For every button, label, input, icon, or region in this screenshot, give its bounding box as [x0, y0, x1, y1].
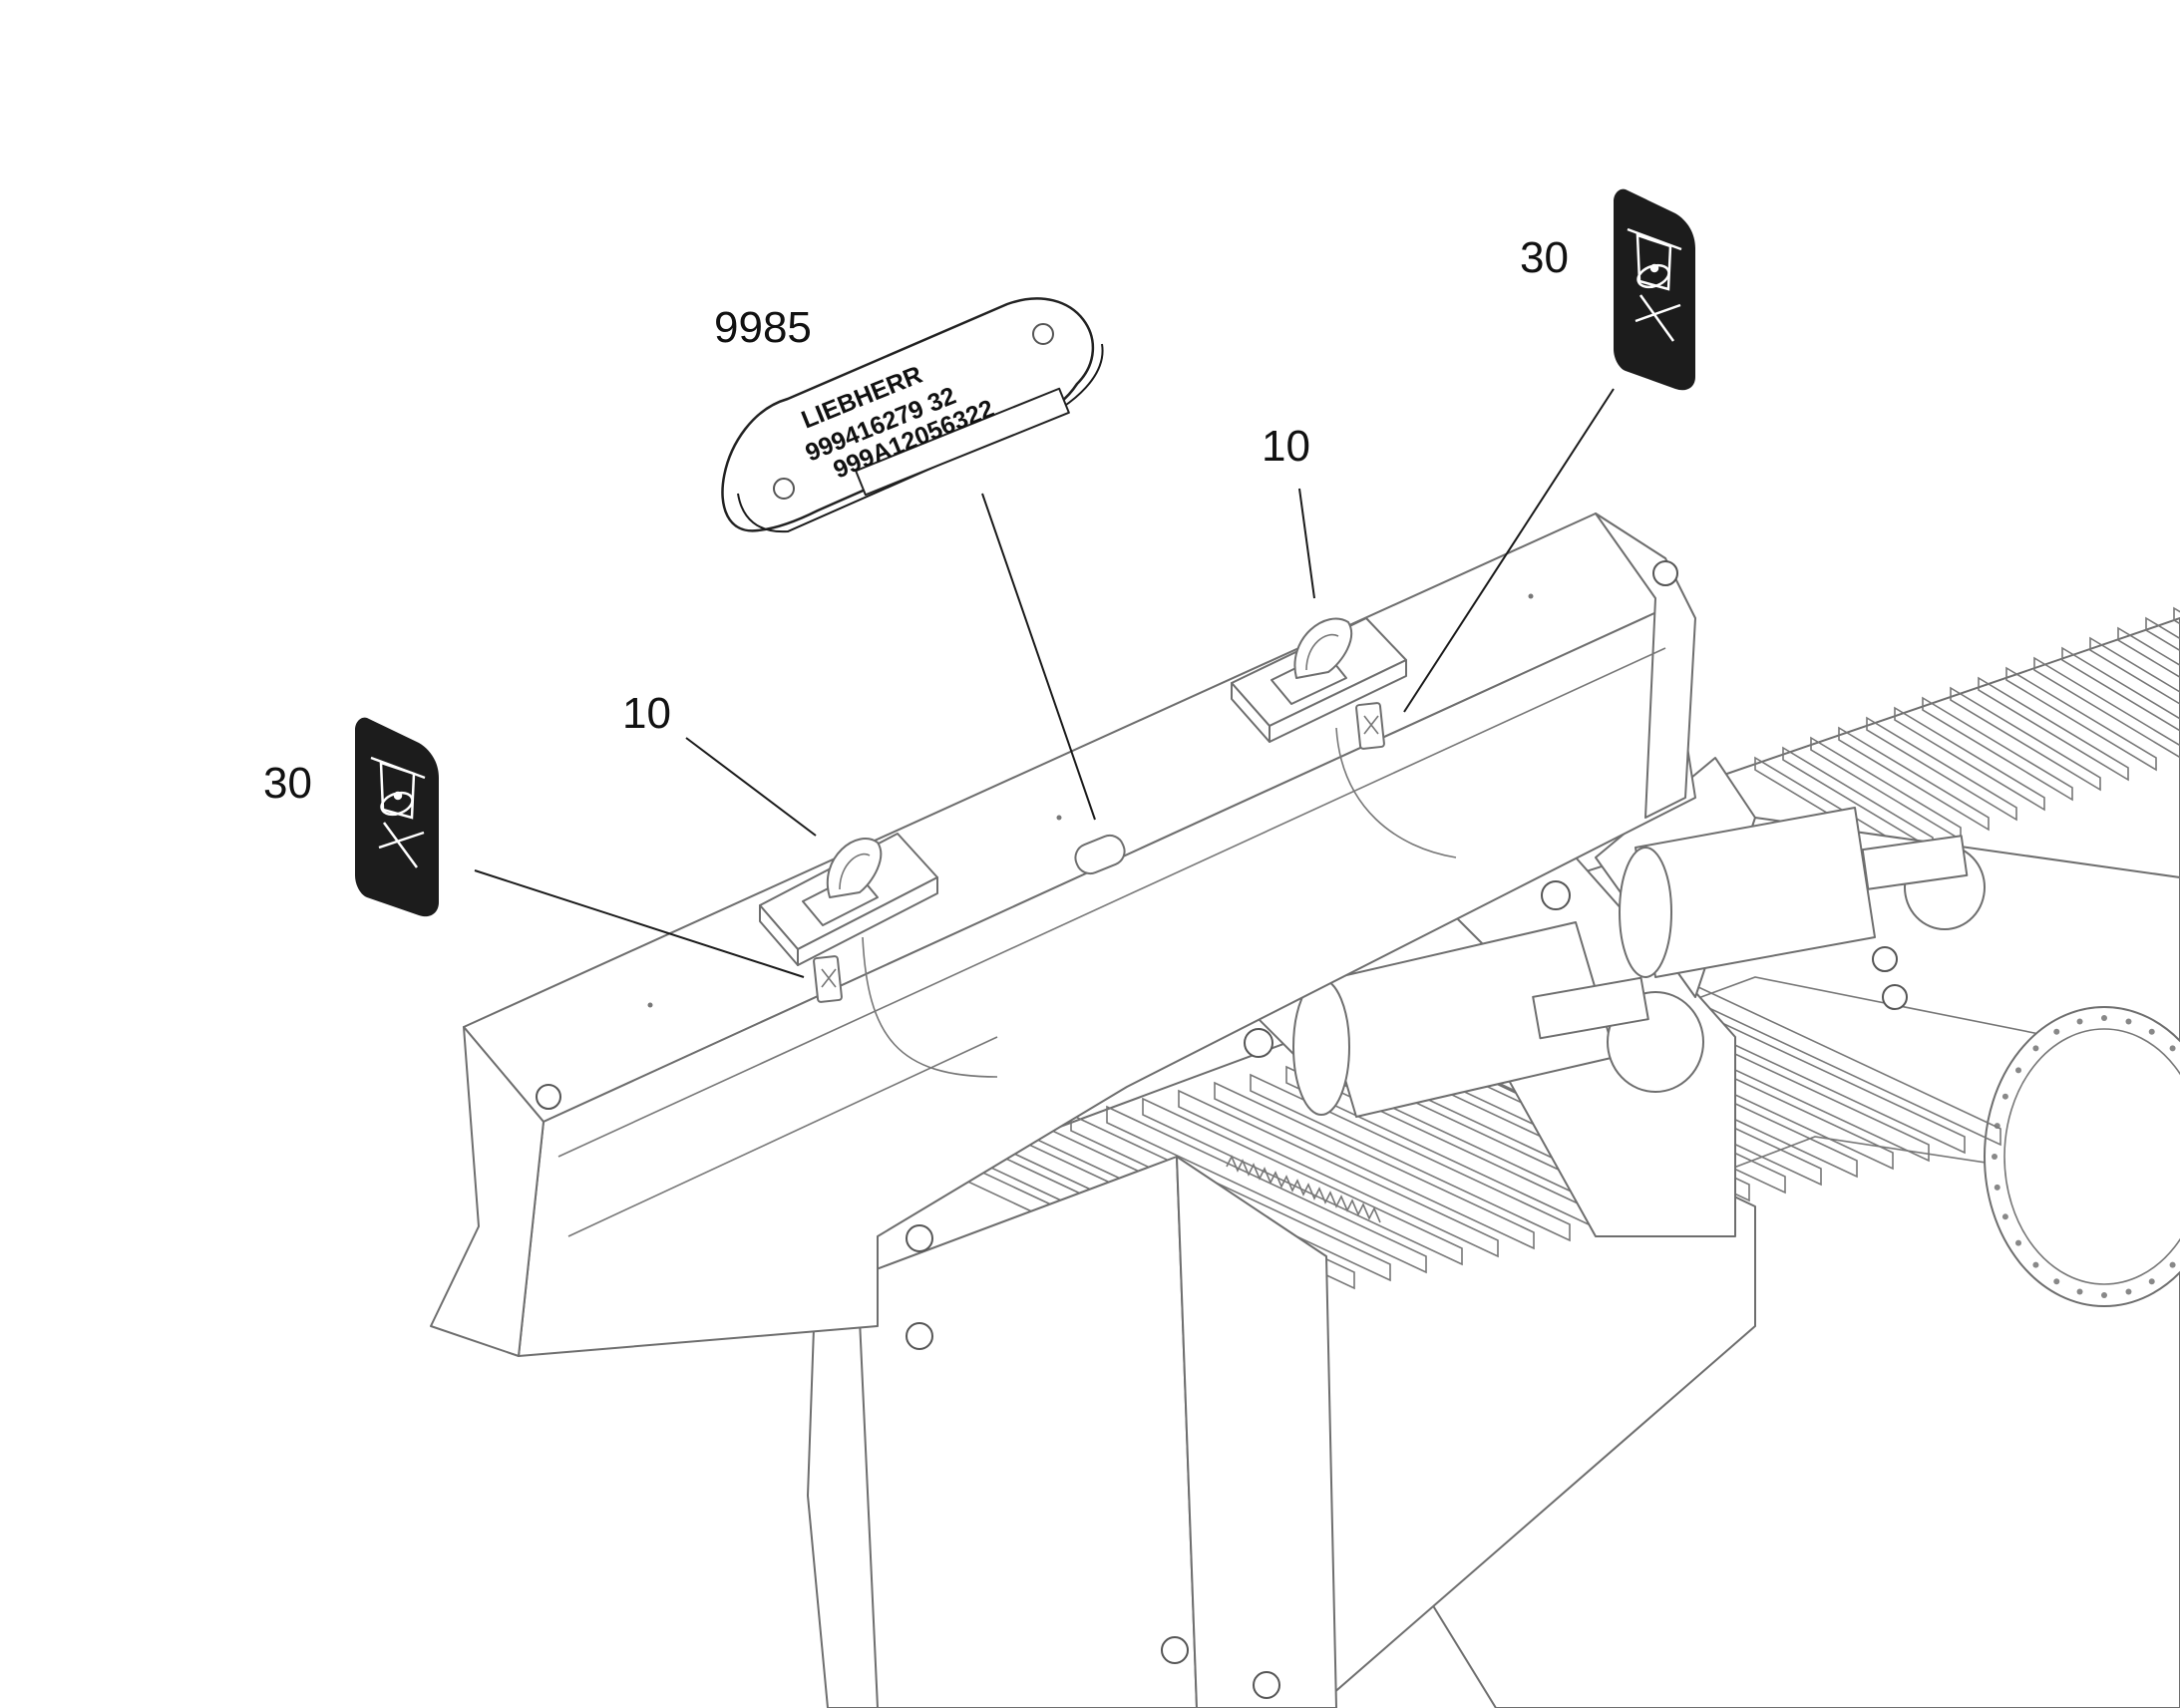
track-grouser — [2117, 626, 2180, 679]
track-grouser — [1838, 726, 1990, 832]
leader-decal-left — [474, 869, 805, 978]
leader-decal-right — [1403, 388, 1615, 713]
track-grouser — [1250, 1073, 1571, 1242]
track-grouser — [2061, 646, 2180, 732]
hub-bolt — [2076, 1018, 2083, 1025]
hub-bolt — [2125, 1018, 2132, 1025]
hub-bolt — [1994, 1184, 2000, 1191]
track-grouser — [1142, 1097, 1463, 1266]
track-left-front — [807, 977, 2001, 1708]
decal-lifting-point-left — [355, 717, 439, 917]
hub-bolt — [2001, 1093, 2008, 1100]
hub-bolt — [2101, 1015, 2107, 1021]
hub-bolt — [2053, 1028, 2060, 1035]
lifting-point-icon — [1627, 227, 1682, 342]
hub-bolt — [2076, 1288, 2083, 1295]
callout-shackle-right: 10 — [1262, 422, 1310, 471]
track-grouser — [2145, 616, 2180, 652]
callout-shackle-left: 10 — [622, 689, 671, 738]
track-grouser — [1922, 696, 2073, 802]
leader-shackle-left — [685, 737, 817, 837]
hub-bolt — [2032, 1261, 2039, 1268]
hub-bolt — [2014, 1239, 2021, 1246]
track-grouser — [1950, 686, 2101, 792]
hub-bolt — [2169, 1261, 2176, 1268]
hydraulic-cylinder-front — [1244, 921, 1704, 1118]
track-grouser — [1214, 1081, 1535, 1250]
track-grouser — [1866, 716, 2017, 822]
hub-bolt — [2053, 1278, 2060, 1285]
track-grouser — [1106, 1105, 1427, 1274]
hub-bolt — [2125, 1288, 2132, 1295]
track-grouser — [2005, 666, 2157, 772]
track-grouser — [2089, 636, 2180, 705]
track-grouser — [1070, 1113, 1391, 1282]
decal-small-right — [1355, 702, 1385, 750]
lifting-shackle-right — [1231, 617, 1407, 743]
decal-small-left — [813, 955, 843, 1003]
hub-bolt — [2032, 1045, 2039, 1052]
liebherr-id-plate: LIEBHERR 999416279 32 999A12056322 — [721, 297, 1104, 533]
track-grouser — [1178, 1089, 1499, 1258]
track-grouser — [1978, 676, 2129, 782]
hub-bolt — [2148, 1278, 2155, 1285]
track-grouser — [2173, 606, 2180, 625]
hub-bolt — [2014, 1067, 2021, 1074]
hub-bolt — [2001, 1213, 2008, 1220]
hub-bolt — [2169, 1045, 2176, 1052]
leader-plate — [981, 493, 1096, 821]
hydraulic-cylinder-rear — [1541, 807, 1986, 1010]
hub-bolt — [2101, 1292, 2107, 1298]
decal-lifting-point-right — [1614, 188, 1695, 391]
final-drive-hub — [1984, 1006, 2180, 1307]
callout-decal-left: 30 — [263, 759, 312, 808]
callout-decal-right: 30 — [1520, 233, 1569, 282]
lifting-shackle-left — [759, 833, 938, 966]
lifting-point-icon — [370, 756, 426, 868]
hub-bolt — [1992, 1154, 1998, 1160]
hub-bolt — [2148, 1028, 2155, 1035]
callout-plate: 9985 — [714, 303, 812, 352]
leader-shackle-right — [1298, 488, 1315, 599]
track-grouser — [1894, 706, 2045, 812]
track-grouser — [2033, 656, 2180, 759]
leader-lines — [474, 388, 1615, 978]
